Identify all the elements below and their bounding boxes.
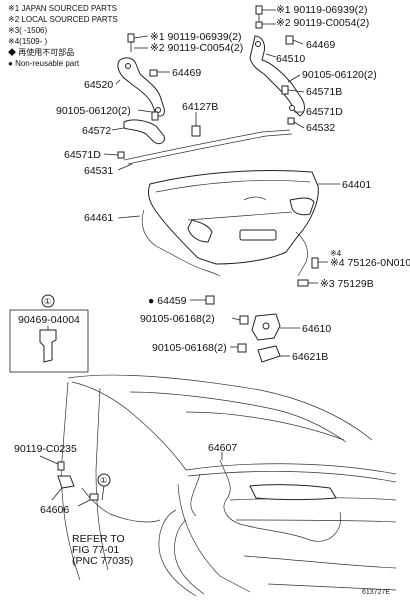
- callout-64610: 64610: [302, 323, 331, 335]
- weatherstrip-64461: 64461: [84, 209, 308, 277]
- left-hinge-assembly: ※1 90119-06939(2) ※2 90119-C0054(2) 6452…: [56, 31, 243, 161]
- callout-64127b: 64127B: [182, 101, 218, 113]
- luggage-hinge-left: [117, 57, 165, 117]
- lower-left-parts: 90119-C0235 64606 REFER TO FIG 77-01 (PN…: [14, 443, 133, 567]
- legend-non-reusable-jp: ◆ 再使用不可部品: [8, 47, 74, 57]
- luggage-compartment-door: 64401: [147, 170, 371, 265]
- callout-64571d-left: 64571D: [64, 149, 101, 161]
- bush-icon: [285, 35, 294, 45]
- callout-75126-marker: ※4: [330, 249, 342, 258]
- refer-text-3: (PNC 77035): [72, 555, 133, 567]
- right-hinge-assembly: ※1 90119-06939(2) ※2 90119-C0054(2) 6446…: [249, 4, 377, 134]
- hinge-cover: [123, 119, 165, 145]
- callout-64520: 64520: [84, 79, 113, 91]
- callout-64571d-right: 64571D: [306, 106, 343, 118]
- callout-64606: 64606: [40, 504, 69, 516]
- callout-64469-left: 64469: [172, 67, 201, 79]
- callout-64510: 64510: [276, 53, 305, 65]
- legend-japan-sourced: ※1 JAPAN SOURCED PARTS: [8, 4, 117, 13]
- callout-90105-06168-b: 90105-06168(2): [152, 342, 227, 354]
- callout-90105-06120-left: 90105-06120(2): [56, 105, 131, 117]
- inset-panel: ① 90469-04004: [9, 294, 89, 373]
- callout-75129b: ※3 75129B: [320, 278, 374, 290]
- callout-64461: 64461: [84, 212, 113, 224]
- figure-id: 613727E: [362, 589, 390, 596]
- legend-non-reusable: ● Non-reusable part: [8, 59, 80, 68]
- bush-icon: [149, 69, 158, 77]
- callout-90119-c0235: 90119-C0235: [14, 443, 77, 455]
- vehicle-body: 64607 ①: [61, 374, 397, 597]
- legend-date-range-3: ※3( -1506): [8, 26, 48, 35]
- callout-64607: 64607: [208, 442, 237, 454]
- torsion-rods: 64531: [84, 129, 293, 177]
- callout-90119-06939-right: ※1 90119-06939(2): [276, 4, 368, 16]
- inset-marker: ①: [44, 297, 51, 306]
- callout-90119-c0054-left: ※2 90119-C0054(2): [150, 42, 243, 54]
- callout-90105-06120-right: 90105-06120(2): [302, 69, 377, 81]
- part-64459: ● 64459: [148, 295, 215, 307]
- refer-text-2: FIG 77-01: [72, 544, 119, 556]
- luggage-hinge-right: [249, 35, 305, 117]
- callout-75126: ※4 75126-0N010(2): [330, 257, 410, 269]
- inset-part-number: 90469-04004: [18, 314, 80, 326]
- callout-90119-06939-left: ※1 90119-06939(2): [150, 31, 242, 43]
- callout-90119-c0054-right: ※2 90119-C0054(2): [276, 17, 369, 29]
- car-part-marker: ①: [100, 476, 107, 485]
- legend-local-sourced: ※2 LOCAL SOURCED PARTS: [8, 15, 118, 24]
- cushion-icon: [39, 329, 57, 363]
- callout-64459: ● 64459: [148, 295, 187, 307]
- callout-64401: 64401: [342, 179, 371, 191]
- callout-64621b: 64621B: [292, 351, 328, 363]
- lock-assembly: 90105-06168(2) 64610 90105-06168(2) 6462…: [140, 313, 331, 363]
- legend: ※1 JAPAN SOURCED PARTS ※2 LOCAL SOURCED …: [8, 4, 118, 68]
- refer-text-1: REFER TO: [72, 533, 125, 545]
- inset-box: [9, 309, 89, 373]
- callout-64469-right: 64469: [306, 39, 335, 51]
- callout-90105-06168-a: 90105-06168(2): [140, 313, 215, 325]
- callout-64571b: 64571B: [306, 86, 342, 98]
- emblem-parts: ※4 ※4 75126-0N010(2) ※3 75129B: [297, 249, 410, 290]
- callout-64532: 64532: [306, 122, 335, 134]
- bolt-icon: [127, 33, 135, 52]
- bolt-icon: [255, 5, 263, 29]
- clip-64127b: 64127B: [182, 101, 218, 137]
- callout-64531: 64531: [84, 165, 113, 177]
- callout-64572: 64572: [82, 125, 111, 137]
- legend-date-range-4: ※4(1509- ): [8, 37, 48, 46]
- stopper-icon: [281, 85, 289, 95]
